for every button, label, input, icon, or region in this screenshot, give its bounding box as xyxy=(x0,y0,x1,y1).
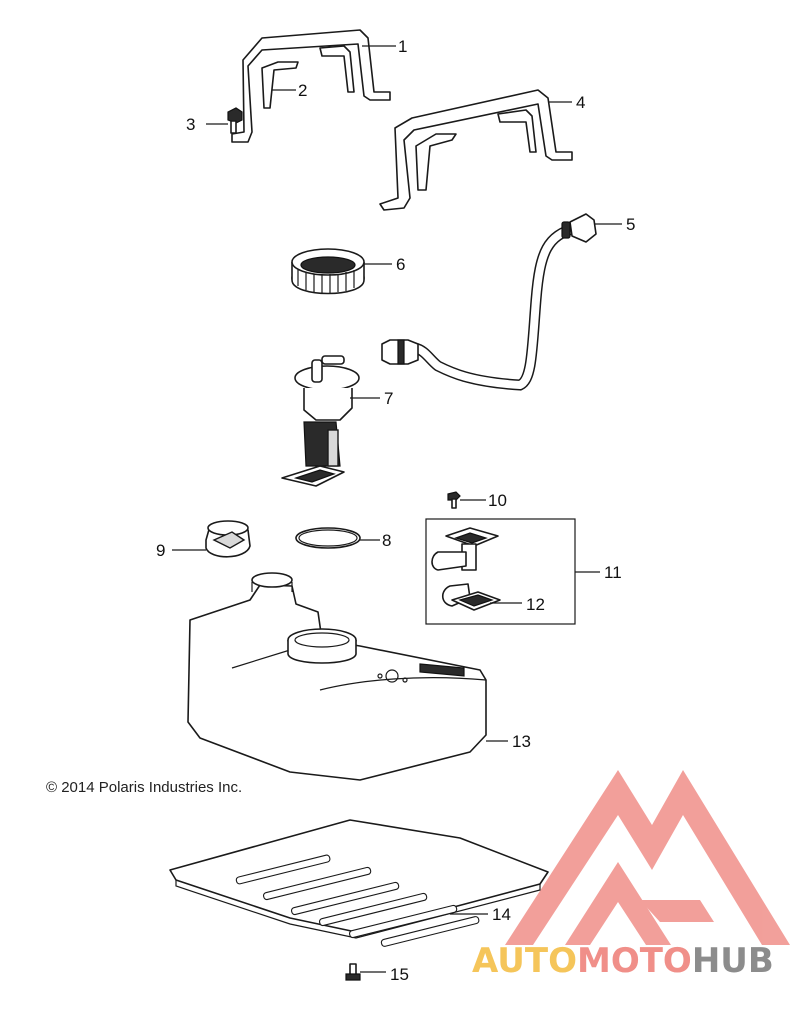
watermark-logo xyxy=(505,770,790,945)
callout-1: 1 xyxy=(398,37,407,56)
callout-10: 10 xyxy=(488,491,507,510)
part-8-o-ring xyxy=(295,527,361,549)
leader-lines xyxy=(172,45,622,973)
callout-9: 9 xyxy=(156,541,165,560)
part-4-bracket-large xyxy=(379,89,573,211)
watermark-moto: MOTO xyxy=(577,941,692,981)
callout-13: 13 xyxy=(512,732,531,751)
callout-11: 11 xyxy=(604,563,622,582)
watermark-auto: AUTO xyxy=(472,941,577,981)
part-3-bolt xyxy=(227,107,243,134)
callout-3: 3 xyxy=(186,115,195,134)
callout-6: 6 xyxy=(396,255,405,274)
callout-8: 8 xyxy=(382,531,391,550)
part-10-screw xyxy=(447,491,461,509)
part-11-fuel-sender xyxy=(431,527,499,607)
callout-7: 7 xyxy=(384,389,393,408)
callout-14: 14 xyxy=(492,905,511,924)
part-5-fuel-line xyxy=(381,213,597,391)
part-9-cap xyxy=(205,520,251,558)
callout-labels: 1 2 3 4 5 6 7 8 9 10 11 12 13 14 15 xyxy=(156,37,635,984)
part-6-lock-ring xyxy=(291,248,365,295)
callout-4: 4 xyxy=(576,93,585,112)
part-15-bolt xyxy=(345,963,361,981)
watermark-text: AUTOMOTOHUB xyxy=(472,941,774,981)
callout-12: 12 xyxy=(526,595,545,614)
part-14-skid-plate xyxy=(169,819,549,947)
copyright-notice: © 2014 Polaris Industries Inc. xyxy=(46,779,243,796)
part-13-fuel-tank xyxy=(187,572,487,781)
callout-5: 5 xyxy=(626,215,635,234)
callout-2: 2 xyxy=(298,81,307,100)
part-7-fuel-pump xyxy=(281,355,360,487)
callout-15: 15 xyxy=(390,965,409,984)
watermark-hub: HUB xyxy=(692,941,774,981)
part-1-bracket-small xyxy=(231,29,391,143)
